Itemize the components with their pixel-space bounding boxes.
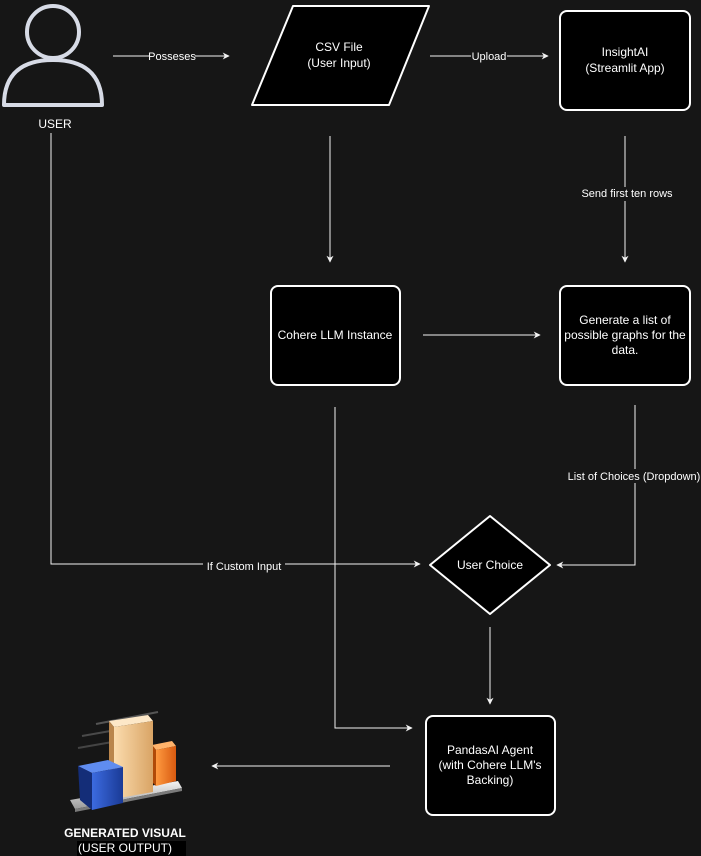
node-pandasai-agent: PandasAI Agent (with Cohere LLM's Backin… <box>425 715 556 816</box>
edge-cohere-to-agent <box>334 407 413 732</box>
generate-line2: possible graphs for the <box>564 328 686 342</box>
node-generate-list: Generate a list of possible graphs for t… <box>559 285 691 386</box>
edge-insight-to-generate: Send first ten rows <box>580 136 676 263</box>
edge-label-upload: Upload <box>472 51 507 63</box>
agent-line2: (with Cohere LLM's <box>439 758 542 772</box>
node-user-choice: User Choice <box>429 515 551 615</box>
choice-label: User Choice <box>457 558 523 572</box>
edge-label-send-rows: Send first ten rows <box>581 188 673 200</box>
edge-generate-to-choice: List of Choices (Dropdown) <box>556 405 701 569</box>
insight-subtitle: (Streamlit App) <box>585 61 664 75</box>
csv-title: CSV File <box>315 40 363 54</box>
output-subtitle: (USER OUTPUT) <box>78 841 172 855</box>
csv-subtitle: (User Input) <box>307 56 370 70</box>
edge-csv-to-insight: Upload <box>430 50 549 63</box>
edge-label-choices: List of Choices (Dropdown) <box>568 471 701 483</box>
agent-line3: Backing) <box>467 773 514 787</box>
user-icon <box>2 4 104 107</box>
insight-title: InsightAI <box>602 45 649 59</box>
user-label: USER <box>38 117 72 131</box>
node-cohere-llm: Cohere LLM Instance <box>270 285 401 386</box>
output-title: GENERATED VISUAL <box>64 826 186 840</box>
edge-user-to-choice: If Custom Input <box>50 133 421 573</box>
edge-label-custom-input: If Custom Input <box>207 561 282 573</box>
agent-title: PandasAI Agent <box>447 743 534 757</box>
node-insightai: InsightAI (Streamlit App) <box>559 10 691 111</box>
edge-user-to-csv: Posseses <box>113 50 230 63</box>
node-generated-visual: GENERATED VISUAL (USER OUTPUT) <box>64 711 186 856</box>
node-csv-file: CSV File (User Input) <box>251 5 430 106</box>
bar-chart-icon <box>70 711 182 812</box>
cohere-label: Cohere LLM Instance <box>278 328 393 342</box>
edge-label-possesses: Posseses <box>148 51 196 63</box>
generate-line1: Generate a list of <box>579 313 671 327</box>
generate-line3: data. <box>612 343 639 357</box>
node-user: USER <box>2 4 104 131</box>
